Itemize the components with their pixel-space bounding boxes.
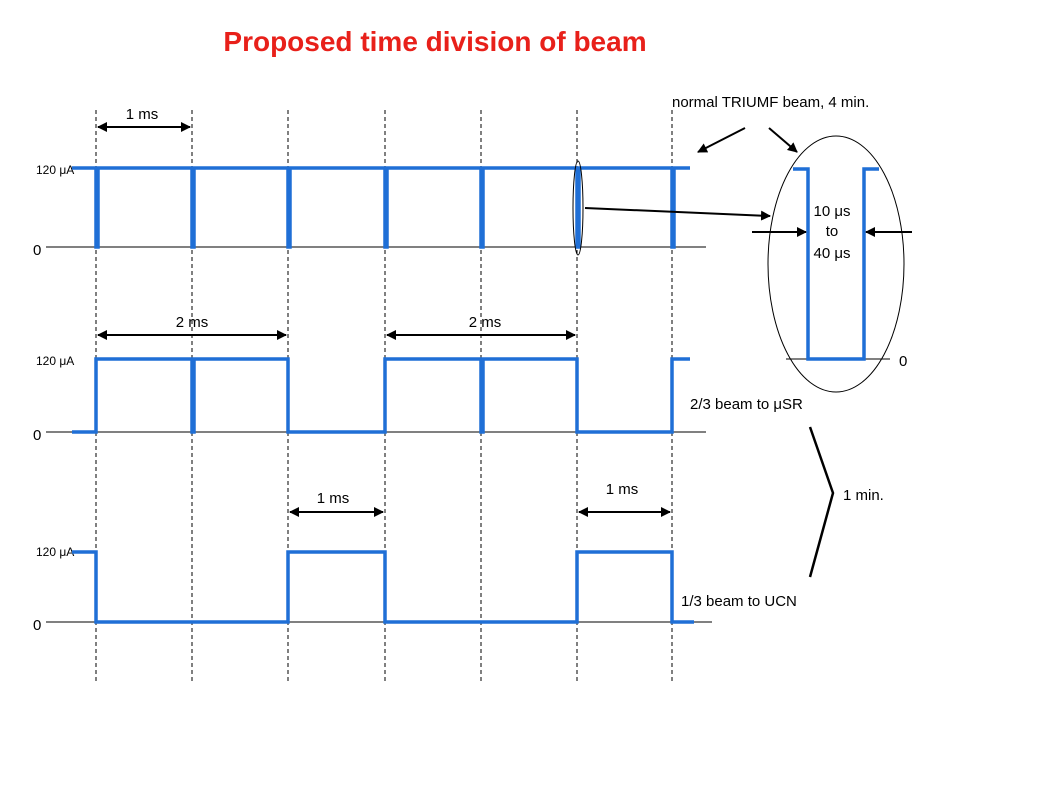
musr-label: 2/3 beam to μSR [690, 396, 803, 413]
zoom-waveform [793, 167, 879, 361]
interval-label: 2 ms [176, 314, 209, 331]
current-label: 120 μA [36, 163, 74, 177]
beam-waveform [72, 166, 690, 249]
beam-waveform [72, 550, 694, 624]
interval-label: 1 ms [126, 106, 159, 123]
zoom-ellipse [767, 135, 905, 393]
pulse-width-label: to [826, 223, 839, 240]
current-label: 120 μA [36, 545, 74, 559]
pulse-width-label: 10 μs [814, 203, 851, 220]
row-ucn-beam: 120 μA 0 1 ms 1 ms [33, 481, 712, 634]
row-normal-beam: 120 μA 0 1 ms [33, 106, 706, 259]
beam-waveform [72, 357, 690, 434]
diagram-title: Proposed time division of beam [223, 26, 646, 57]
interval-label: 2 ms [469, 314, 502, 331]
ucn-label: 1/3 beam to UCN [681, 593, 797, 610]
zoom-detail: 10 μs to 40 μs 0 [752, 135, 912, 393]
zero-label: 0 [33, 617, 41, 634]
period-label: 1 min. [843, 487, 884, 504]
zero-label: 0 [33, 242, 41, 259]
zoom-zero-label: 0 [899, 353, 907, 370]
pulse-width-label: 40 μs [814, 245, 851, 262]
period-bracket [808, 426, 835, 578]
interval-label: 1 ms [606, 481, 639, 498]
interval-label: 1 ms [317, 490, 350, 507]
zoom-pointer-arrow [584, 207, 771, 221]
normal-beam-arrow [768, 127, 798, 153]
gap-highlight-ellipse [572, 160, 584, 256]
current-label: 120 μA [36, 354, 74, 368]
zero-label: 0 [33, 427, 41, 444]
normal-beam-label: normal TRIUMF beam, 4 min. [672, 94, 869, 111]
row-musr-beam: 120 μA 0 2 ms 2 ms [33, 314, 706, 444]
normal-beam-arrow [697, 127, 746, 153]
